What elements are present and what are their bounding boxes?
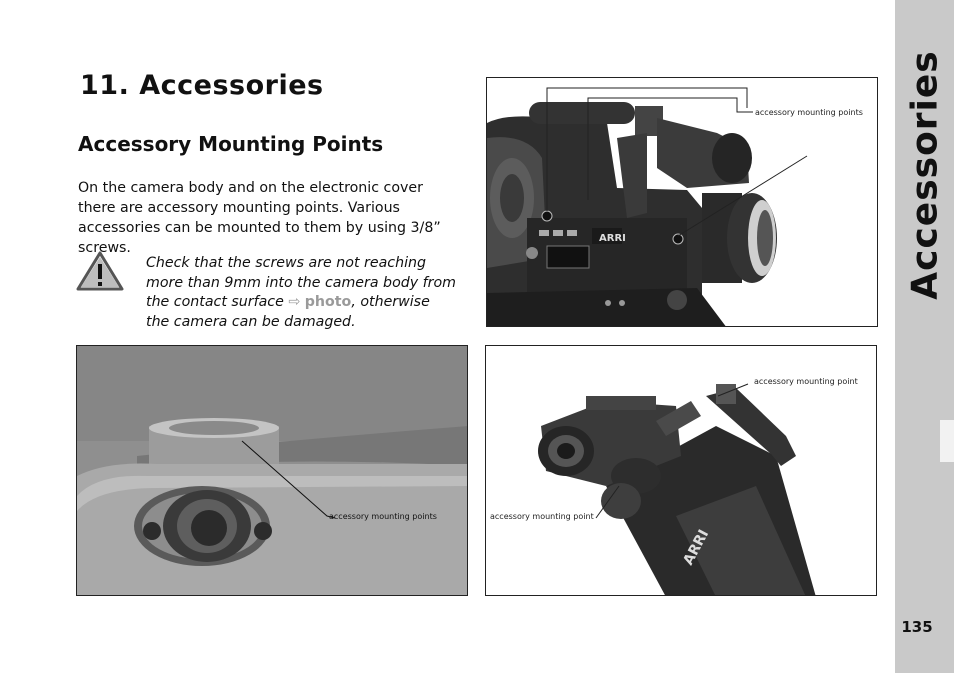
caption-top-right: accessory mounting points	[755, 108, 863, 117]
warning-note: Check that the screws are not reaching m…	[146, 254, 456, 332]
caption-bottom-right-left: accessory mounting point	[490, 512, 594, 521]
mount-closeup-photo	[77, 346, 467, 595]
intro-paragraph: On the camera body and on the electronic…	[78, 180, 441, 256]
arrow-right-icon: ⇨	[288, 294, 301, 310]
figure-camera-top: ARRI accessory mounting point accessory …	[485, 345, 877, 596]
sidebar-tab-marker	[940, 420, 954, 462]
page-number: 135	[901, 618, 933, 636]
warning-triangle-icon	[76, 251, 124, 291]
figure-mount-closeup: accessory mounting points	[76, 345, 468, 596]
photo-link[interactable]: photo	[304, 294, 352, 310]
chapter-title: 11. Accessories	[80, 70, 324, 101]
warning-text-after: , otherwise the camera can be damaged.	[146, 294, 430, 330]
sidebar	[895, 0, 954, 673]
figure-camera-side: ARRI accessory mounting points	[486, 77, 878, 327]
camera-side-photo: ARRI	[487, 78, 877, 326]
sidebar-title: Accessories	[895, 0, 954, 345]
sidebar-title-text: Accessories	[904, 50, 945, 300]
section-heading: Accessory Mounting Points	[78, 132, 384, 156]
camera-top-photo: ARRI	[486, 346, 876, 595]
svg-text:ARRI: ARRI	[599, 233, 626, 244]
warning-text-before: Check that the screws are not reaching m…	[146, 255, 456, 310]
caption-bottom-right-top: accessory mounting point	[754, 377, 858, 386]
caption-bottom-left: accessory mounting points	[329, 512, 437, 521]
